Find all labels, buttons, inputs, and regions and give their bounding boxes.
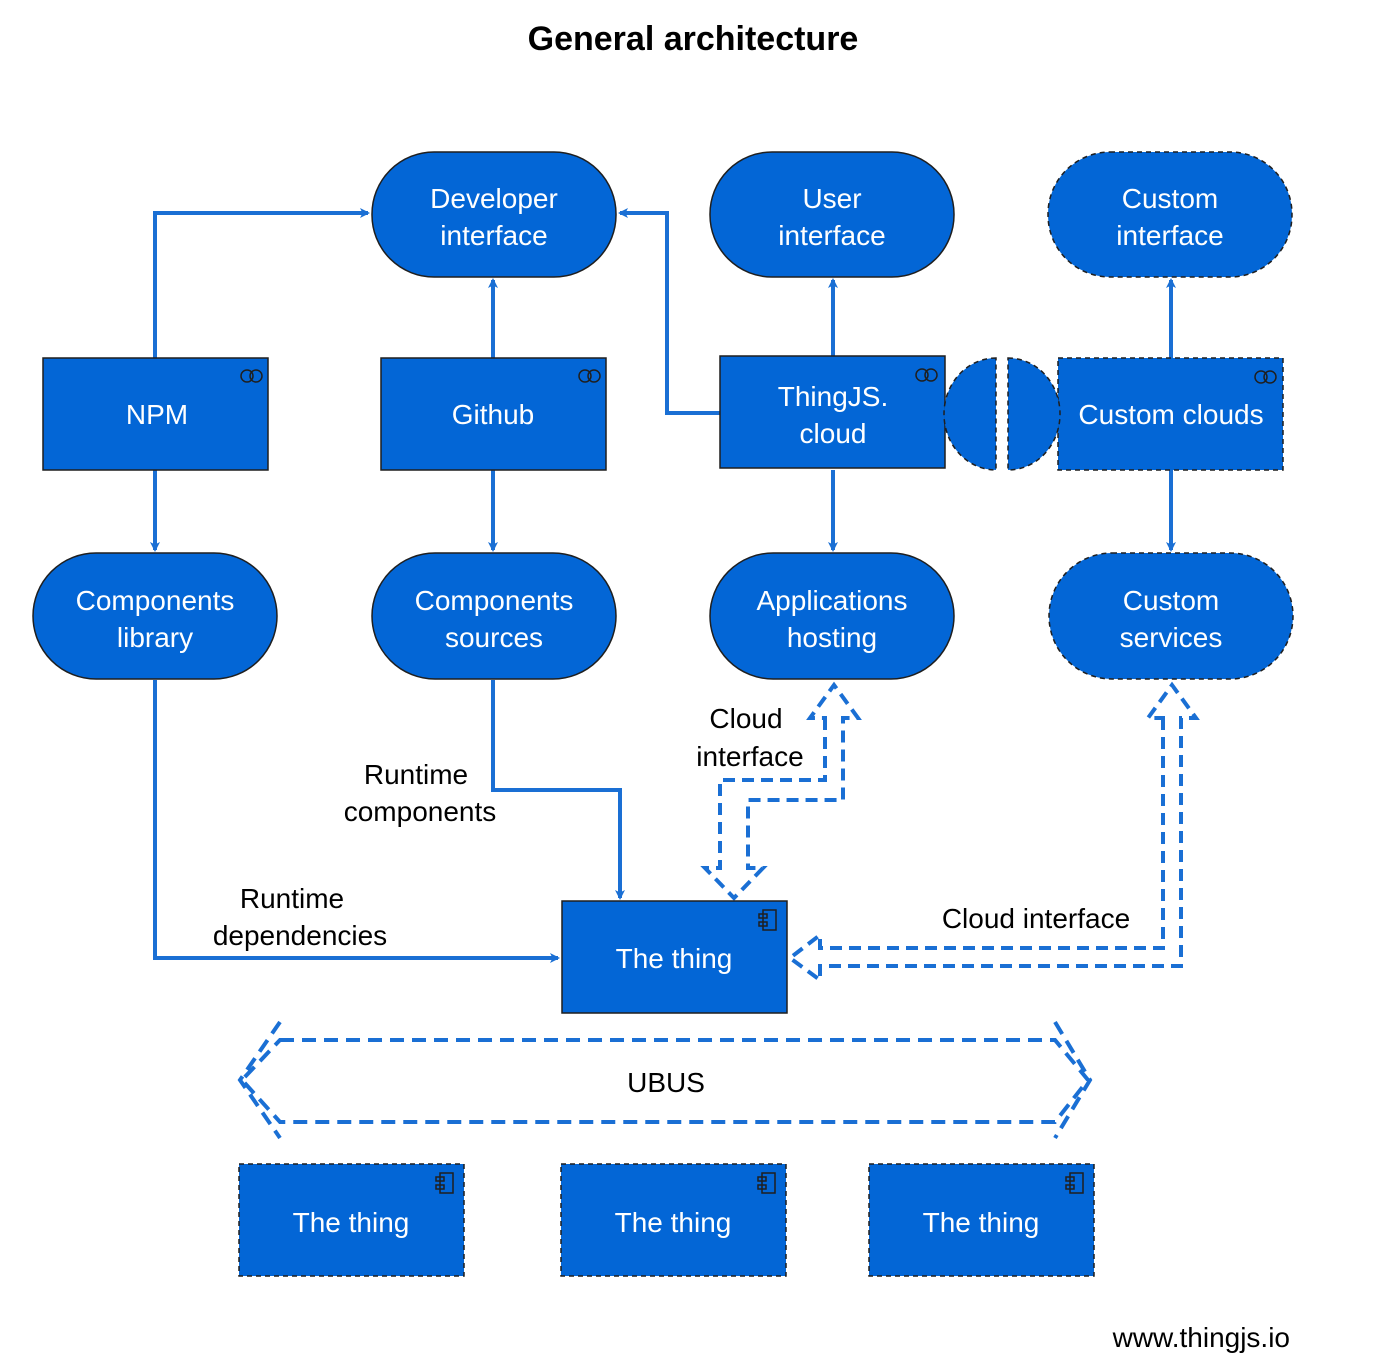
node-the-thing-1[interactable]: The thing [238,1163,465,1277]
node-components-library[interactable]: Components library [32,552,278,680]
user-interface-line1: User [802,183,861,214]
component-icon [758,909,777,931]
cloud-interface-left-line1: Cloud [709,703,782,734]
components-library-line1: Components [76,585,235,616]
custom-clouds-label: Custom clouds [1078,399,1263,430]
edge-cloud-interface-hosting [700,681,862,901]
node-applications-hosting[interactable]: Applications hosting [709,552,955,680]
edge-cloud-interface-custom-services [786,681,1200,984]
ubus-label: UBUS [627,1067,705,1098]
component-icon [435,1172,454,1194]
custom-interface-line2: interface [1116,220,1223,251]
the-thing-2-label: The thing [615,1207,732,1238]
edge-npm-to-developer-interface [153,208,370,358]
collaboration-icon [1254,370,1277,384]
node-user-interface[interactable]: User interface [709,151,955,278]
the-thing-3-label: The thing [923,1207,1040,1238]
edge-thingjs-to-developer-interface [618,208,720,415]
applications-hosting-line2: hosting [787,622,877,653]
the-thing-1-label: The thing [293,1207,410,1238]
runtime-dependencies-line1: Runtime [240,883,344,914]
custom-services-line2: services [1120,622,1223,653]
custom-services-line1: Custom [1123,585,1219,616]
node-custom-services[interactable]: Custom services [1048,552,1294,680]
components-sources-line2: sources [445,622,543,653]
collaboration-icon [578,369,601,383]
node-custom-clouds[interactable]: Custom clouds [1057,357,1284,471]
footer-link[interactable]: www.thingjs.io [1112,1322,1290,1353]
component-icon [757,1172,776,1194]
applications-hosting-line1: Applications [757,585,908,616]
node-thingjs-cloud[interactable]: ThingJS. cloud [719,355,946,469]
components-sources-line1: Components [415,585,574,616]
node-custom-interface[interactable]: Custom interface [1047,151,1293,278]
node-github[interactable]: Github [380,357,607,471]
user-interface-line2: interface [778,220,885,251]
interface-connector [943,357,1061,471]
github-label: Github [452,399,535,430]
edge-library-to-the-thing [153,680,560,963]
npm-label: NPM [126,399,188,430]
developer-interface-line2: interface [440,220,547,251]
developer-interface-line1: Developer [430,183,558,214]
component-icon [1065,1172,1084,1194]
collaboration-icon [240,369,263,383]
runtime-dependencies-line2: dependencies [213,920,387,951]
thingjs-cloud-line2: cloud [800,418,867,449]
node-npm[interactable]: NPM [42,357,269,471]
runtime-components-line2: components [344,796,497,827]
node-the-thing-main[interactable]: The thing [561,900,788,1014]
node-components-sources[interactable]: Components sources [371,552,617,680]
runtime-components-line1: Runtime [364,759,468,790]
components-library-line2: library [117,622,193,653]
thingjs-cloud-line1: ThingJS. [778,381,889,412]
cloud-interface-left-line2: interface [696,741,803,772]
edge-sources-to-the-thing [491,680,625,900]
custom-interface-line1: Custom [1122,183,1218,214]
the-thing-main-label: The thing [616,943,733,974]
diagram-title: General architecture [528,20,859,58]
node-the-thing-2[interactable]: The thing [560,1163,787,1277]
node-developer-interface[interactable]: Developer interface [371,151,617,278]
cloud-interface-right-label: Cloud interface [942,903,1130,934]
ubus-bus: UBUS [237,1020,1093,1140]
node-the-thing-3[interactable]: The thing [868,1163,1095,1277]
collaboration-icon [915,368,938,382]
